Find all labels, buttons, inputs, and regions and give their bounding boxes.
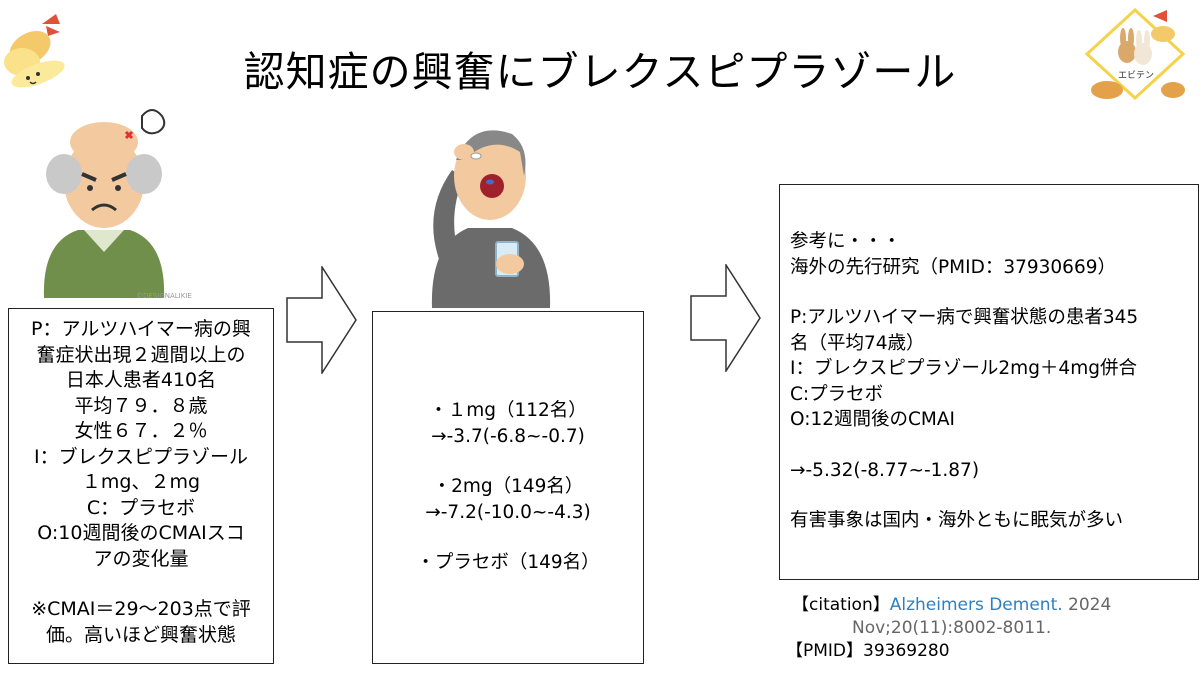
results-box: ・１mg（112名） →-3.7(-6.8~-0.7) ・2mg（149名） →… — [372, 311, 644, 664]
pico-line: アの変化量 — [93, 547, 189, 570]
result-group-2mg: ・2mg（149名） — [432, 476, 584, 497]
result-group-1mg: ・１mg（112名） — [429, 400, 587, 421]
right-arrow-icon — [286, 266, 357, 374]
pico-line: I：ブレクスピプラゾール — [33, 445, 249, 468]
man-taking-medicine-icon — [431, 130, 551, 308]
prior-pico-line: 名（平均74歳） — [790, 332, 925, 354]
page-title: 認知症の興奮にブレクスピプラゾール — [243, 48, 957, 96]
result-value-1mg: →-3.7(-6.8~-0.7) — [431, 426, 585, 447]
result-group-placebo: ・プラセボ（149名） — [416, 552, 600, 573]
logo-label: エビテン — [1118, 71, 1155, 81]
journal-link[interactable]: Alzheimers Dement. — [889, 595, 1063, 615]
prior-pico-line: I：ブレクスピプラゾール2mg＋4mg併合 — [790, 358, 1137, 379]
pico-line: 女性６７．２％ — [74, 420, 208, 442]
result-value-2mg: →-7.2(-10.0~-4.3) — [425, 502, 591, 523]
prior-pico-line: P:アルツハイマー病で興奮状態の患者345 — [790, 307, 1139, 328]
logo-icon — [1084, 8, 1186, 100]
citation-block: 【citation】Alzheimers Dement. 2024 Nov;20… — [786, 594, 1111, 663]
pico-line: 日本人患者410名 — [65, 369, 217, 391]
citation-volume: Nov;20(11):8002-8011. — [852, 618, 1052, 638]
right-arrow-icon — [690, 264, 761, 372]
angry-elderly-man-icon — [43, 109, 166, 298]
prior-pico-line: O:12週間後のCMAI — [790, 409, 956, 430]
pico-line: １mg、２mg — [81, 471, 201, 493]
shrimp-tempura-icon — [4, 14, 65, 88]
pico-summary-box: P：アルツハイマー病の興 奮症状出現２週間以上の 日本人患者410名 平均７９．… — [8, 308, 274, 664]
prior-study-box: 参考に・・・ 海外の先行研究（PMID：37930669） P:アルツハイマー病… — [779, 184, 1199, 580]
reference-pmid: 海外の先行研究（PMID：37930669） — [790, 256, 1116, 278]
citation-year: 2024 — [1062, 595, 1112, 615]
adverse-events-note: 有害事象は国内・海外ともに眠気が多い — [790, 510, 1124, 531]
reference-intro: 参考に・・・ — [790, 231, 902, 252]
pmid-value: 39369280 — [863, 641, 950, 661]
pico-line: 平均７９．８歳 — [74, 394, 208, 417]
cmai-note: ※CMAI＝29～203点で評 — [31, 598, 251, 620]
citation-label: 【citation】 — [792, 595, 890, 615]
pico-line: P：アルツハイマー病の興 — [31, 318, 251, 340]
pico-line: C：プラセボ — [86, 496, 196, 519]
cmai-note: 価。高いほど興奮状態 — [45, 623, 236, 646]
pico-line: O:10週間後のCMAIスコ — [37, 522, 245, 544]
pmid-label: 【PMID】 — [786, 641, 864, 661]
illustration-credit: ©DESIGNALIKIE — [136, 292, 192, 300]
prior-result: →-5.32(-8.77~-1.87) — [790, 459, 980, 481]
prior-pico-line: C:プラセボ — [790, 383, 884, 405]
pico-line: 奮症状出現２週間以上の — [36, 343, 246, 366]
